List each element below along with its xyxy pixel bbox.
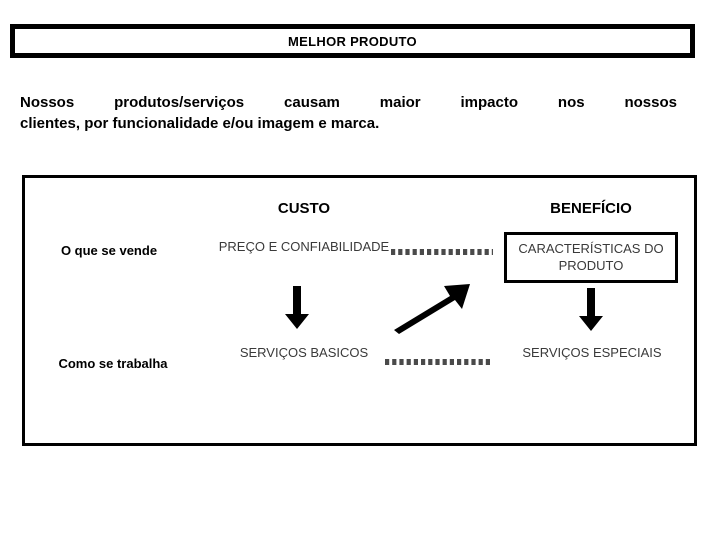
arrow-down-benefit-icon <box>579 288 603 331</box>
column-header-beneficio: BENEFÍCIO <box>550 200 632 217</box>
cell-caracteristicas-do-produto: CARACTERÍSTICAS DO PRODUTO <box>504 232 678 283</box>
column-header-custo: CUSTO <box>277 200 331 217</box>
arrow-down-cost-icon <box>285 286 309 329</box>
matrix-frame <box>22 175 697 446</box>
intro-line-1: Nossos produtos/serviços causam maior im… <box>20 94 677 111</box>
row-label-como-se-trabalha: Como se trabalha <box>58 356 168 371</box>
cell-servicos-especiais: SERVIÇOS ESPECIAIS <box>522 345 662 360</box>
arrow-diagonal-up-right-icon <box>394 284 470 334</box>
intro-line-2: clientes, por funcionalidade e/ou imagem… <box>20 115 380 133</box>
row-label-o-que-se-vende: O que se vende <box>60 243 158 258</box>
title-banner: MELHOR PRODUTO <box>10 24 695 58</box>
dashed-link-top-icon <box>391 249 493 255</box>
dashed-link-bottom-icon <box>385 359 493 365</box>
page-title: MELHOR PRODUTO <box>288 33 417 49</box>
intro-paragraph: Nossos produtos/serviços causam maior im… <box>20 92 677 135</box>
cell-servicos-basicos: SERVIÇOS BASICOS <box>239 345 369 360</box>
cell-caracteristicas-label: CARACTERÍSTICAS DO PRODUTO <box>518 240 664 273</box>
cell-preco-e-confiabilidade: PREÇO E CONFIABILIDADE <box>218 239 390 254</box>
